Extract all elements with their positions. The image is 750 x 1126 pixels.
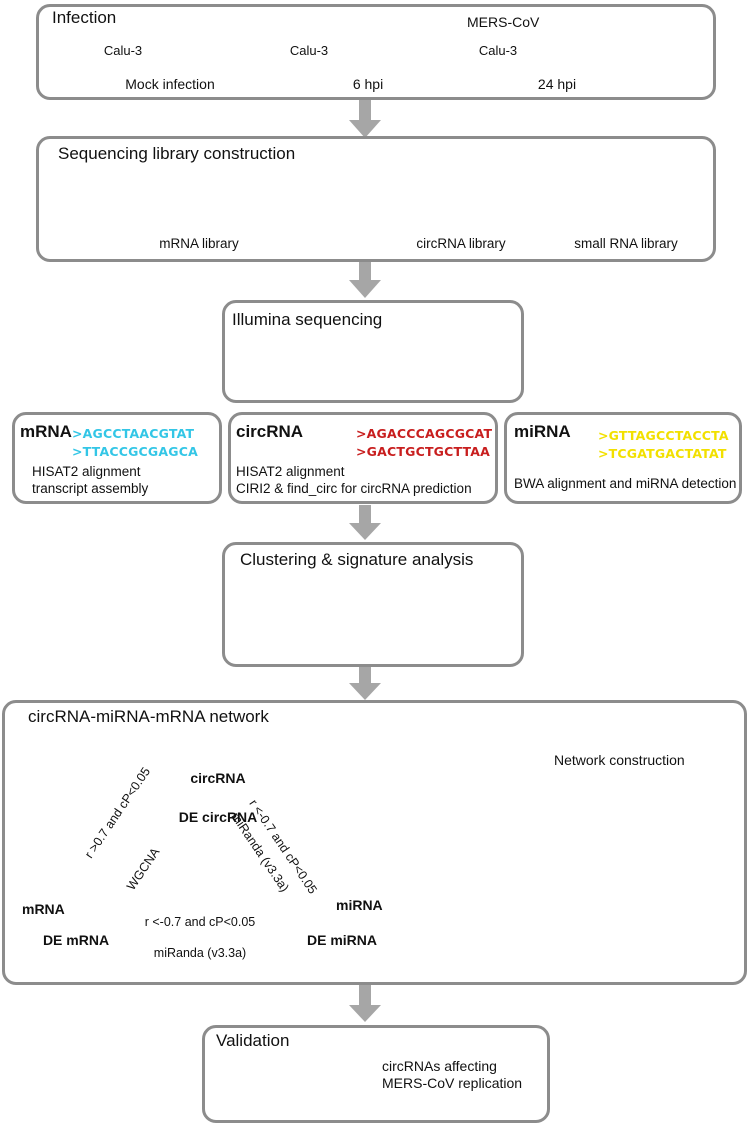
arrow-clustering-to-network bbox=[349, 667, 381, 700]
arrow-infection-to-library bbox=[349, 100, 381, 138]
de-mirna-label: DE miRNA bbox=[306, 932, 378, 948]
circrna-node-label: circRNA bbox=[190, 770, 246, 786]
library-label-small-rna: small RNA library bbox=[574, 236, 678, 251]
network-construction-label: Network construction bbox=[554, 752, 685, 768]
validation-title: Validation bbox=[216, 1031, 290, 1050]
de-mrna-label: DE mRNA bbox=[42, 932, 110, 948]
arrow-analysis-to-clustering bbox=[349, 505, 381, 540]
mirna-box-title: miRNA bbox=[514, 422, 571, 441]
mrna-analysis-box bbox=[12, 412, 222, 504]
mrna-seq-2: >TTACCGCGAGCA bbox=[72, 444, 198, 459]
network-title: circRNA-miRNA-mRNA network bbox=[28, 707, 269, 726]
sequencing-title: Illumina sequencing bbox=[232, 310, 383, 329]
clustering-title: Clustering & signature analysis bbox=[240, 550, 474, 569]
dish-label-24hpi: Calu-3 bbox=[478, 43, 518, 58]
group-label-mock: Mock infection bbox=[125, 76, 215, 92]
circrna-step-1: HISAT2 alignment bbox=[236, 464, 345, 479]
circrna-seq-1: >AGACCCAGCGCAT bbox=[356, 426, 493, 441]
arrow-library-to-sequencing bbox=[349, 262, 381, 298]
mrna-node-label: mRNA bbox=[22, 901, 65, 917]
mirna-node-label: miRNA bbox=[336, 897, 383, 913]
de-circrna-label: DE circRNA bbox=[178, 809, 258, 825]
group-label-6hpi: 6 hpi bbox=[352, 76, 384, 92]
mirna-seq-2: >TCGATGACTATAT bbox=[598, 446, 727, 461]
flow-arrows bbox=[349, 100, 381, 1022]
validation-result-2: MERS-CoV replication bbox=[382, 1075, 523, 1091]
virus-label: MERS-CoV bbox=[467, 14, 540, 30]
mrna-step-2: transcript assembly bbox=[32, 481, 149, 496]
sequencing-panel bbox=[222, 300, 524, 403]
dish-label-6hpi: Calu-3 bbox=[289, 43, 329, 58]
circrna-step-2: CIRI2 & find_circ for circRNA prediction bbox=[236, 481, 472, 496]
clustering-panel bbox=[222, 542, 524, 667]
mrna-seq-1: >AGCCTAACGTAT bbox=[72, 426, 195, 441]
mirna-step-1: BWA alignment and miRNA detection bbox=[514, 476, 737, 491]
infection-panel bbox=[36, 4, 716, 100]
circrna-box-title: circRNA bbox=[236, 422, 304, 441]
validation-result-1: circRNAs affecting bbox=[382, 1058, 497, 1074]
edge-bottom-criteria: r <-0.7 and cP<0.05 bbox=[144, 915, 256, 929]
arrow-network-to-validation bbox=[349, 985, 381, 1022]
circrna-seq-2: >GACTGCTGCTTAA bbox=[356, 444, 491, 459]
mrna-step-1: HISAT2 alignment bbox=[32, 464, 141, 479]
network-panel bbox=[2, 700, 747, 985]
edge-bottom-method: miRanda (v3.3a) bbox=[153, 946, 247, 960]
infection-title: Infection bbox=[52, 8, 117, 27]
library-label-circrna: circRNA library bbox=[416, 236, 506, 251]
mirna-analysis-box bbox=[504, 412, 742, 504]
validation-panel bbox=[202, 1025, 550, 1123]
group-label-24hpi: 24 hpi bbox=[537, 76, 577, 92]
library-label-mrna: mRNA library bbox=[159, 236, 239, 251]
circrna-analysis-box bbox=[228, 412, 498, 504]
mirna-seq-1: >GTTAGCCTACCTA bbox=[598, 428, 729, 443]
dish-label-mock: Calu-3 bbox=[103, 43, 143, 58]
library-panel bbox=[36, 136, 716, 262]
library-title: Sequencing library construction bbox=[58, 144, 296, 163]
mrna-box-title: mRNA bbox=[20, 422, 72, 441]
